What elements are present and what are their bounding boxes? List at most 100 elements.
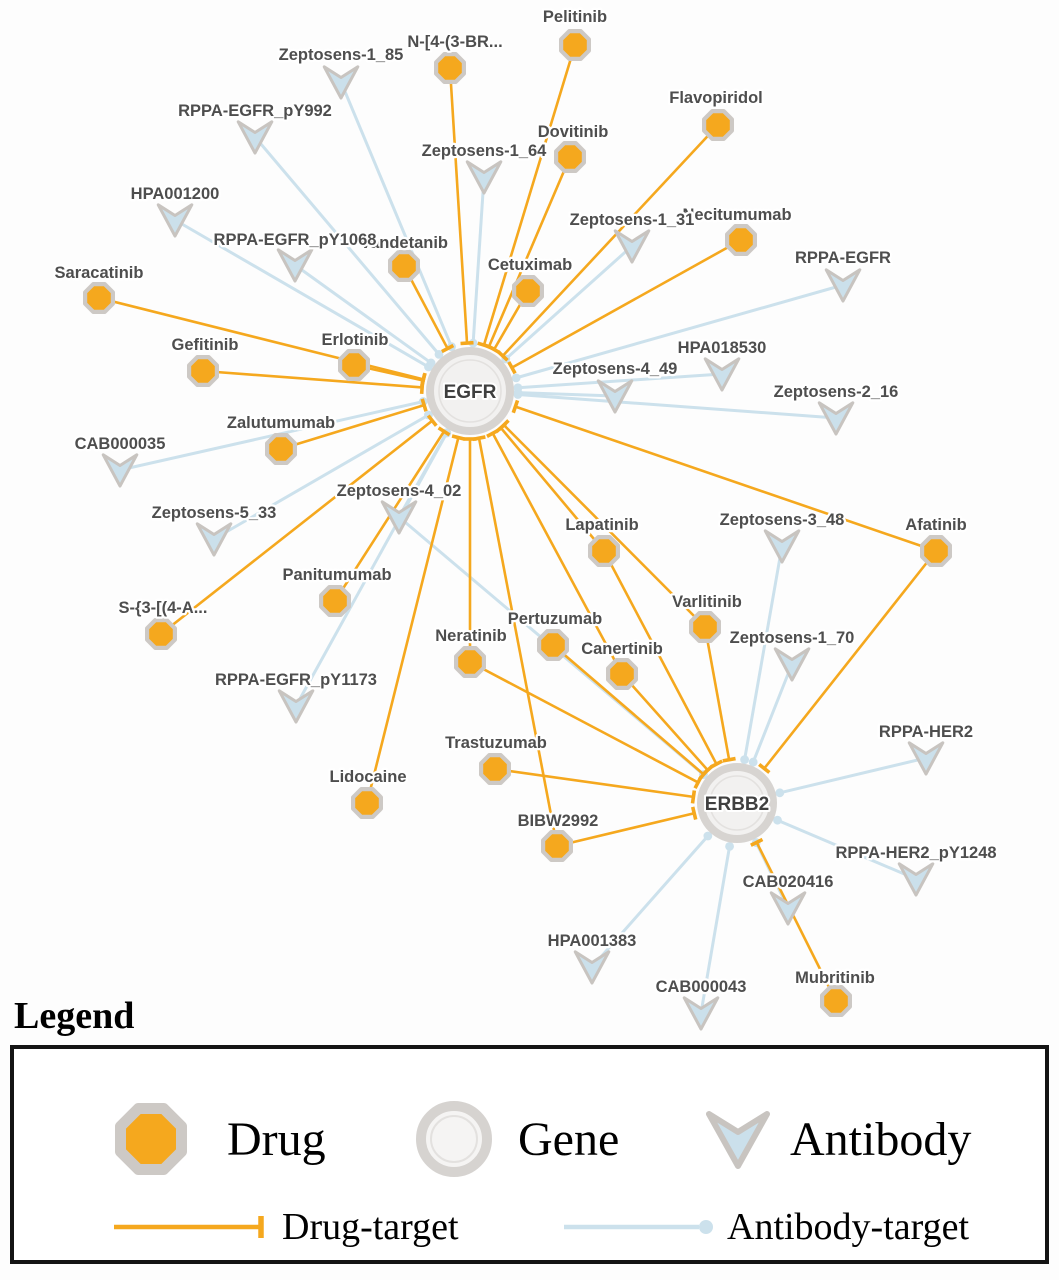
drug-node-erlotinib[interactable]: [338, 349, 370, 381]
node-label-rppa_egfr_py1068: RPPA-EGFR_pY1068: [214, 231, 377, 249]
edge-z5_33-EGFR: [213, 413, 430, 541]
antibody-node-rppa_egfr_py992[interactable]: [236, 120, 274, 155]
antibody-node-z1_31[interactable]: [613, 229, 651, 264]
node-label-lapatinib: Lapatinib: [565, 516, 638, 534]
drug-node-varlitinib[interactable]: [688, 610, 722, 644]
node-label-cab020416: CAB020416: [743, 873, 834, 891]
edge-canertinib-EGFR: [491, 432, 624, 675]
edge-gefitinib-EGFR: [202, 369, 423, 389]
node-label-z1_64: Zeptosens-1_64: [422, 142, 548, 160]
gene-node-inner-ring-ERBB2: [709, 775, 765, 831]
node-label-panitumumab: Panitumumab: [282, 566, 391, 584]
drug-node-bibw2992[interactable]: [540, 829, 574, 863]
antibody-node-z1_85[interactable]: [322, 65, 360, 100]
drug-node-pelitinib[interactable]: [558, 29, 592, 62]
edge-dot-hpa001383-ERBB2: [703, 831, 713, 841]
node-label-n4_3br: N-[4-(3-BR...: [407, 33, 502, 51]
drug-node-dovitinib[interactable]: [553, 141, 587, 173]
antibody-node-hpa001383[interactable]: [573, 950, 611, 985]
edge-dot-z2_16-EGFR: [513, 390, 523, 399]
edge-afatinib-ERBB2: [763, 550, 938, 770]
drug-node-necitumumab[interactable]: [724, 224, 758, 256]
drug-node-vandetanib[interactable]: [388, 250, 420, 282]
drug-node-lidocaine[interactable]: [351, 786, 383, 820]
antibody-node-z1_70[interactable]: [773, 647, 811, 682]
drug-node-mubritinib[interactable]: [819, 984, 853, 1018]
antibody-node-hpa018530[interactable]: [703, 357, 741, 392]
legend-label-antibody-target: Antibody-target: [727, 1206, 970, 1248]
node-label-gefitinib: Gefitinib: [172, 336, 239, 354]
drug-node-zalutumumab[interactable]: [265, 433, 297, 465]
antibody-node-hpa001200[interactable]: [156, 203, 194, 238]
antibody-node-rppa_egfr_py1068[interactable]: [276, 248, 314, 283]
drug-node-saracatinib[interactable]: [82, 282, 116, 314]
drug-node-cetuximab[interactable]: [511, 275, 545, 307]
drug-node-afatinib[interactable]: [919, 534, 953, 568]
node-label-necitumumab: Necitumumab: [682, 206, 791, 224]
edge-rppa_egfr_py1068-EGFR: [294, 263, 432, 365]
drug-node-pertuzumab[interactable]: [536, 628, 570, 662]
antibody-node-rppa_her2[interactable]: [907, 741, 945, 776]
edge-pertuzumab-ERBB2: [552, 644, 705, 776]
antibody-node-cab000035[interactable]: [101, 453, 139, 488]
edge-n4_3br-EGFR: [448, 67, 469, 344]
node-label-flavopiridol: Flavopiridol: [669, 89, 763, 107]
legend-item-antibody-target: Antibody-target: [559, 1205, 969, 1249]
edge-z1_31-EGFR: [504, 244, 634, 361]
edge-tee-necitumumab-EGFR: [507, 361, 517, 375]
node-label-rppa_her2: RPPA-HER2: [879, 723, 973, 741]
legend-item-drug: Drug: [99, 1087, 326, 1191]
drug-node-gefitinib[interactable]: [187, 355, 219, 387]
edge-bibw2992-ERBB2: [556, 811, 695, 848]
edge-tee-trastuzumab-ERBB2: [690, 790, 697, 804]
node-label-zalutumumab: Zalutumumab: [227, 414, 335, 432]
node-label-rppa_her2_py1248: RPPA-HER2_pY1248: [835, 844, 996, 862]
drug-node-canertinib[interactable]: [605, 657, 639, 691]
edge-dot-rppa_egfr_py1068-EGFR: [426, 358, 436, 368]
drug-node-n4_3br[interactable]: [434, 51, 466, 85]
edge-tee-s3_4a-EGFR: [426, 414, 438, 427]
node-label-ERBB2: ERBB2: [705, 794, 769, 815]
edge-tee-mubritinib-ERBB2: [750, 837, 764, 847]
antibody-node-z3_48[interactable]: [763, 529, 801, 564]
antibody-node-cab020416[interactable]: [769, 891, 807, 926]
node-label-canertinib: Canertinib: [581, 640, 663, 658]
antibody-node-rppa_egfr_py1173[interactable]: [277, 689, 315, 724]
edge-dot-rppa_her2-ERBB2: [775, 788, 785, 798]
antibody-node-z4_02[interactable]: [380, 500, 418, 535]
node-label-rppa_egfr_py992: RPPA-EGFR_pY992: [178, 102, 332, 120]
antibody-node-z1_64[interactable]: [465, 160, 503, 195]
antibody-node-rppa_egfr[interactable]: [824, 268, 862, 303]
gene-node-ERBB2[interactable]: [697, 763, 777, 843]
node-label-cetuximab: Cetuximab: [488, 256, 572, 274]
drug-node-s3_4a[interactable]: [145, 617, 177, 651]
drug-node-lapatinib[interactable]: [587, 534, 621, 568]
edge-necitumumab-EGFR: [511, 238, 742, 369]
gene-node-EGFR[interactable]: [426, 347, 514, 435]
edge-rppa_egfr_py1173-EGFR: [294, 432, 449, 707]
drug-node-trastuzumab[interactable]: [479, 752, 511, 786]
edge-lidocaine-EGFR: [365, 437, 460, 804]
node-label-z1_85: Zeptosens-1_85: [279, 46, 404, 64]
node-label-z4_49: Zeptosens-4_49: [553, 360, 678, 378]
legend-item-antibody: Antibody: [692, 1089, 971, 1189]
edge-zalutumumab-EGFR: [280, 403, 425, 451]
edge-dot-rppa_egfr_py992-EGFR: [434, 349, 444, 359]
antibody-node-z4_49[interactable]: [596, 379, 634, 414]
node-label-hpa001200: HPA001200: [131, 185, 220, 203]
antibody-node-z5_33[interactable]: [195, 522, 233, 557]
edge-tee-cetuximab-EGFR: [487, 344, 501, 355]
antibody-node-rppa_her2_py1248[interactable]: [897, 862, 935, 897]
edge-tee-pertuzumab-ERBB2: [698, 768, 710, 781]
edge-rppa_her2_py1248-ERBB2: [776, 818, 917, 881]
drug-node-flavopiridol[interactable]: [701, 108, 735, 141]
edge-pelitinib-EGFR: [482, 44, 577, 346]
edge-hpa001200-EGFR: [174, 218, 430, 369]
antibody-node-cab000043[interactable]: [682, 996, 720, 1031]
antibody-node-z2_16[interactable]: [817, 401, 855, 436]
edge-canertinib-ERBB2: [621, 673, 709, 772]
drug-node-neratinib[interactable]: [454, 645, 486, 679]
drug-node-panitumumab[interactable]: [319, 584, 351, 618]
edge-tee-bibw2992-EGFR: [472, 435, 486, 442]
edge-varlitinib-ERBB2: [703, 626, 731, 760]
